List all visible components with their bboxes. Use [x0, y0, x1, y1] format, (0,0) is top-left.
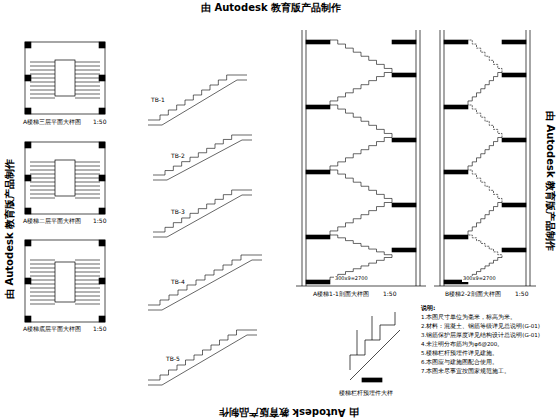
stair-well	[55, 160, 75, 196]
view-title: A楼梯二层平面大样图	[22, 218, 82, 225]
detail-title: 楼梯栏杆预埋件大样	[338, 390, 394, 397]
stair-tag: TB-5	[165, 356, 181, 363]
stair-tag: TB-2	[170, 153, 186, 160]
stair-tag: TB-4	[170, 279, 186, 286]
view-title: A楼梯底层平面大样图	[22, 326, 82, 333]
view-title: A楼梯三层平面大样图	[22, 119, 82, 126]
watermark: 由 Autodesk 教育版产品制作	[4, 158, 15, 300]
view-title: B楼梯2-2剖面大样图	[444, 291, 502, 298]
scale: 1:50	[382, 291, 397, 298]
note: 5.楼梯栏杆预埋件详见建施。	[420, 350, 499, 356]
plan-outline	[25, 142, 105, 214]
note-heading: 说明:	[420, 305, 436, 312]
note: 7.本图未尽事宜按国家规范施工。	[420, 368, 511, 374]
note: 3.钢筋保护层厚度详见结构设计总说明(G-01)	[420, 332, 541, 338]
view-title: A楼梯1-1剖面大样图	[312, 291, 370, 298]
plan-outline	[25, 42, 105, 114]
note: 1.本图尺寸单位为毫米，标高为米。	[420, 314, 517, 320]
scale: 1:50	[92, 119, 107, 126]
stair-well	[55, 60, 75, 96]
scale: 1:50	[92, 326, 107, 333]
note: 6.本图应与建施图配合使用。	[420, 359, 499, 365]
stair-tag: TB-1	[150, 97, 166, 104]
note: 4.未注明分布筋均为φ6@200。	[420, 341, 504, 347]
note: 2.材料：混凝土、钢筋等级详见总说明(G-01)	[420, 323, 541, 329]
watermark: 由 Autodesk 教育版产品制作	[218, 407, 360, 418]
scale: 1:50	[92, 218, 107, 225]
step-detail	[350, 312, 395, 370]
dimension: 300x9=2700	[462, 276, 497, 282]
stair-tag: TB-3	[170, 209, 186, 216]
watermark: 由 Autodesk 教育版产品制作	[545, 110, 556, 252]
dimension: 300x9=2700	[334, 276, 369, 282]
scale: 1:50	[514, 291, 529, 298]
stair-well	[55, 262, 75, 302]
watermark: 由 Autodesk 教育版产品制作	[200, 2, 342, 13]
plan-outline	[25, 240, 105, 322]
